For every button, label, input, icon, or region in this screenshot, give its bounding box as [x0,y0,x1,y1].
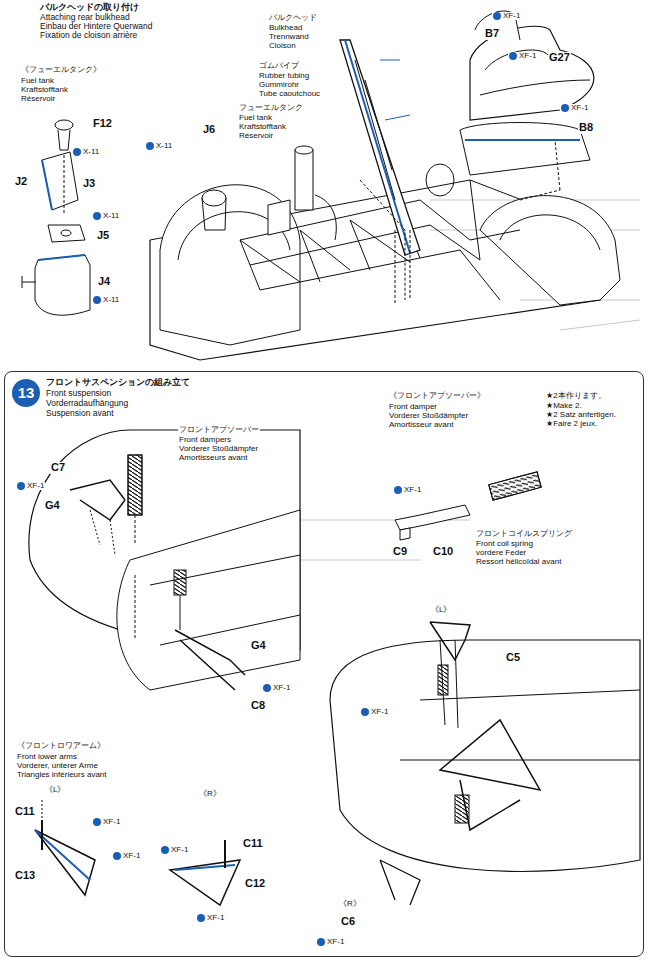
part-caption: Front coil spring [475,540,534,548]
paint-code: X-11 [92,212,120,220]
paint-code: XF-1 [508,52,537,60]
part-number: G4 [44,500,61,512]
part-caption: Ressort hélicoïdal avant [475,558,562,566]
part-caption: Réservoir [238,132,274,140]
part-number: J2 [14,176,28,188]
paint-code: X-11 [92,296,120,304]
part-caption: Vorderer, unterer Arme [16,762,99,770]
part-caption: Front dampers [178,436,232,444]
part-number: C6 [340,916,356,928]
part-caption: Cloison [268,42,297,50]
paint-code: XF-1 [16,482,45,490]
part-caption: 《フューエルタンク》 [20,66,102,74]
step-heading: Suspension avant [45,409,115,418]
part-number: C10 [432,546,454,558]
part-caption: フロントコイルスプリング [475,530,573,538]
part-caption: Fuel tank [238,114,273,122]
part-number: C9 [392,546,408,558]
part-caption: 《フロントアブソーバー》 [388,392,486,400]
paint-code: XF-1 [393,486,422,494]
part-caption: 《L》 [44,786,66,794]
step-heading: Vorderradaufhängung [45,399,129,408]
part-caption: Front damper [388,403,438,411]
part-caption: 《R》 [198,790,222,798]
part-number: C5 [505,652,521,664]
step-number-circle: 13 [12,379,40,407]
part-caption: Amortisseur avant [388,421,454,429]
part-caption: vordere Feder [475,549,527,557]
part-number: B7 [484,28,500,40]
step-panel: フロントサスペンションの組み立て Front suspensionVorderra… [4,371,644,957]
part-caption: Trennwand [268,33,310,41]
part-number: F12 [92,118,113,130]
paint-code: XF-1 [492,12,521,20]
part-caption: Front lower arms [16,753,78,761]
paint-code: X-11 [145,142,173,150]
paint-code: XF-1 [262,684,291,692]
paint-code: X-11 [72,148,100,156]
part-caption: Vorderer Stoßdämpfer [388,412,469,420]
part-caption: フロントアブソーバー [178,426,260,434]
paint-code: XF-1 [112,852,141,860]
part-caption: バルクヘッド [268,14,318,22]
step-heading: フロントサスペンションの組み立て [45,378,191,387]
part-number: C13 [14,870,36,882]
step-number: 13 [17,385,36,401]
part-caption: ★Make 2. [545,402,583,410]
part-caption: Gummirohr [258,81,300,89]
part-number: B8 [578,122,594,134]
part-number: J6 [202,124,216,136]
part-caption: Amortisseurs avant [178,454,248,462]
step-heading: Einbau der Hintere Querwand [39,22,153,31]
part-caption: Kraftstofftank [238,123,287,131]
paint-code: XF-1 [196,914,225,922]
part-caption: ★Faire 2 jeux. [545,420,598,428]
part-caption: Rubber tubing [258,72,310,80]
part-caption: Tube caoutchouc [258,90,321,98]
part-caption: Kraftstofftank [20,86,69,94]
step-heading: バルクヘッドの取り付け [39,3,140,12]
part-number: C8 [250,700,266,712]
paint-code: XF-1 [92,818,121,826]
part-caption: ★2本作ります。 [545,392,607,400]
part-number: J5 [96,230,110,242]
part-number: G4 [250,640,267,652]
part-caption: 《フロントロワアーム》 [16,742,106,750]
part-number: C11 [242,838,264,850]
part-caption: ゴムパイプ [258,62,300,70]
part-caption: Fuel tank [20,77,55,85]
part-caption: 《L》 [430,606,452,614]
paint-code: XF-1 [160,846,189,854]
part-caption: Triangles inférieurs avant [16,771,108,779]
paint-code: XF-1 [360,708,389,716]
step-heading: Front suspension [45,389,112,398]
part-number: J3 [82,178,96,190]
part-caption: Réservoir [20,95,56,103]
paint-code: XF-1 [316,938,345,946]
part-number: C7 [50,462,66,474]
part-number: C11 [14,806,36,818]
part-caption: 《R》 [338,900,362,908]
part-caption: フューエルタンク [238,104,304,112]
part-number: C12 [244,878,266,890]
part-number: G27 [548,52,571,64]
part-caption: ★2 Satz anfertigen. [545,411,617,419]
step-heading: Fixation de cloison arrière [39,31,138,40]
part-number: J4 [97,276,111,288]
step-heading: Attaching rear bulkhead [39,13,131,22]
part-caption: Bulkhead [268,24,303,32]
paint-code: XF-1 [560,104,589,112]
part-caption: Vorderer Stoßdämpfer [178,445,259,453]
